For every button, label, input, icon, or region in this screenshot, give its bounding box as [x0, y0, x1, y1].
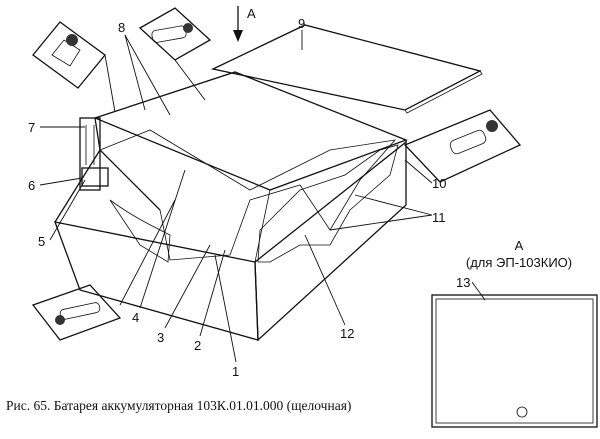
inset-terminal-top-left	[32, 21, 116, 113]
callout-3: 3	[157, 330, 164, 345]
callout-11: 11	[432, 210, 446, 225]
side-connector	[79, 117, 109, 191]
callout-9: 9	[298, 16, 305, 31]
view-arrow-a: А	[233, 6, 256, 42]
callout-2: 2	[194, 338, 201, 353]
view-letter: А	[515, 238, 524, 253]
arrow-letter: А	[247, 6, 256, 21]
leader-lines	[39, 30, 486, 363]
inset-terminal-top-middle	[138, 7, 212, 101]
inset-terminal-right	[403, 109, 522, 183]
view-title: (для ЭП-103КИО)	[466, 255, 572, 270]
inset-terminal-bottom-left	[31, 199, 176, 341]
callout-1: 1	[232, 364, 239, 379]
view-a-cell-layout	[431, 294, 598, 428]
callout-5: 5	[38, 234, 45, 249]
figure-caption: Рис. 65. Батарея аккумуляторная 103К.01.…	[6, 398, 351, 413]
battery-lid	[210, 24, 483, 114]
callout-12: 12	[340, 326, 354, 341]
battery-box	[53, 71, 408, 342]
callout-13: 13	[456, 275, 470, 290]
callout-4: 4	[132, 310, 139, 325]
view-a-group: А (для ЭП-103КИО)	[431, 238, 598, 428]
callout-8: 8	[118, 20, 125, 35]
callout-10: 10	[432, 176, 446, 191]
callout-7: 7	[28, 120, 35, 135]
callout-6: 6	[28, 178, 35, 193]
